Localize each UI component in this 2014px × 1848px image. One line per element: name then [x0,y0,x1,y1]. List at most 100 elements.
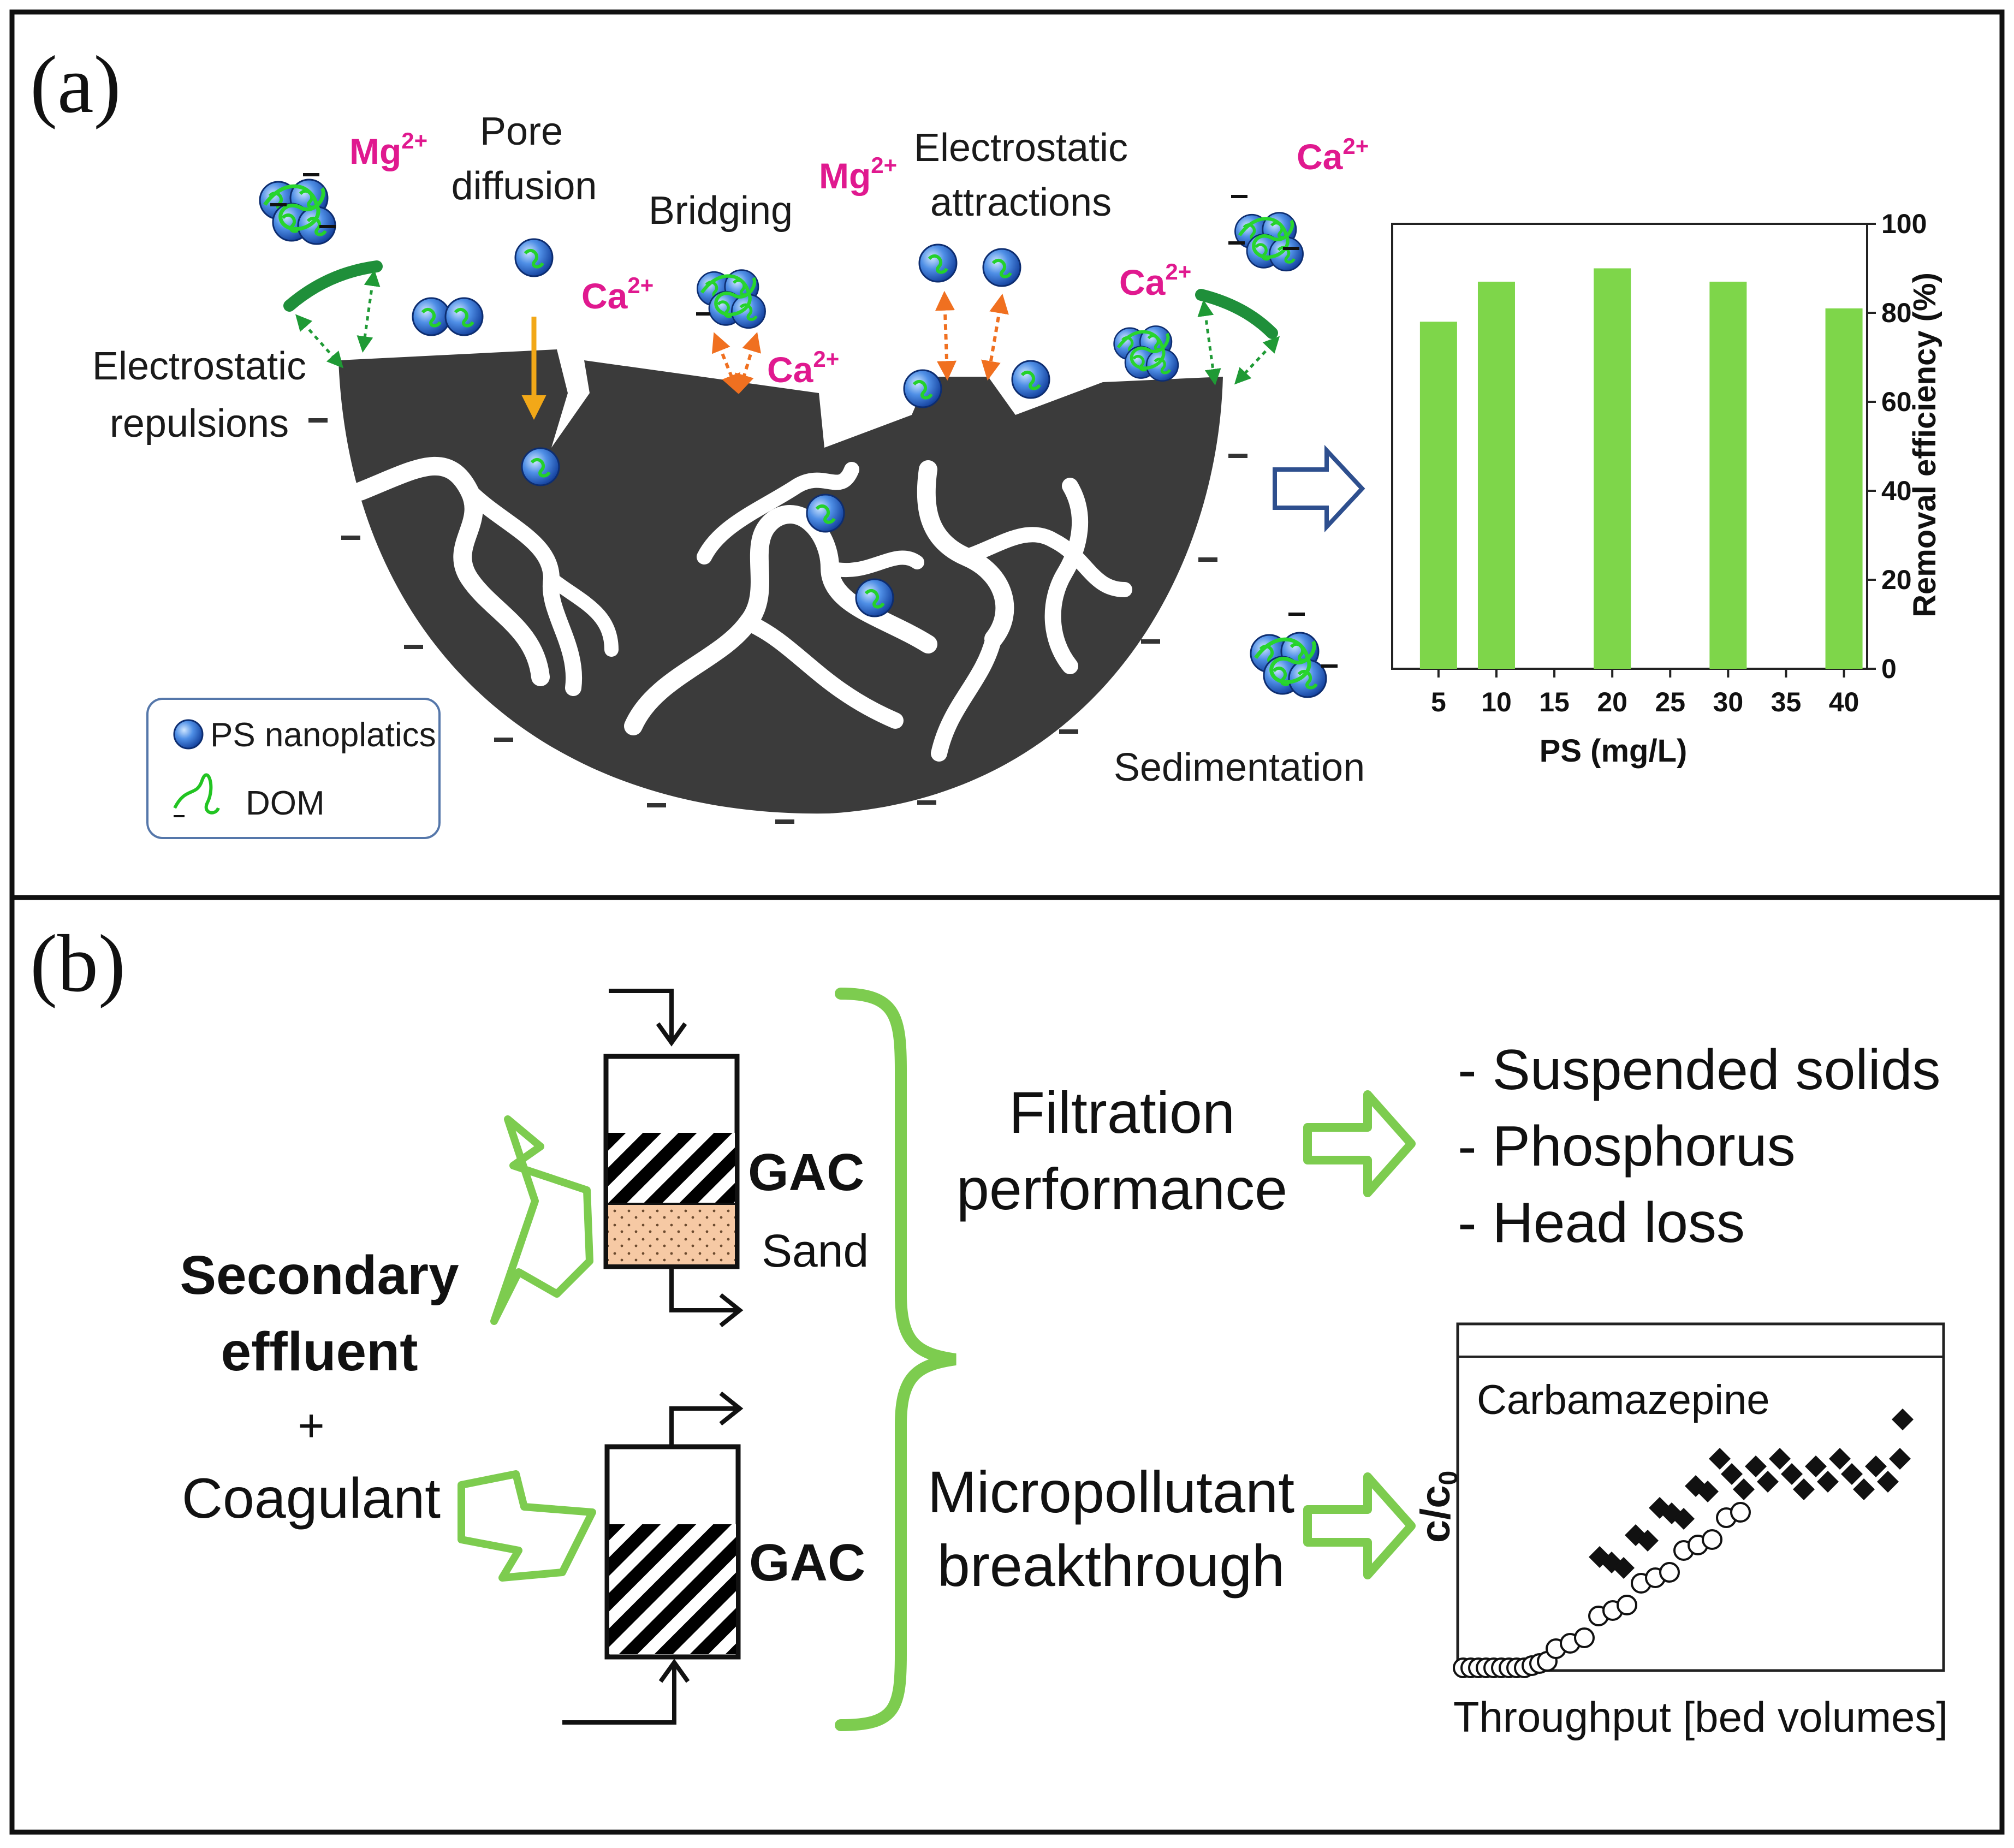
inset-point-filled [1817,1471,1839,1493]
chart-ylabel: Removal efficiency (%) [1907,272,1942,617]
svg-text:c/c0: c/c0 [1412,1471,1463,1543]
label-electrostatic-attractions-1: Electrostatic [914,126,1128,170]
outcomes-list: - Suspended solids - Phosphorus - Head l… [1458,1038,1941,1255]
inset-point-filled [1757,1471,1779,1493]
particle [807,495,844,532]
curly-brace [835,988,956,1731]
chart-ytick-label: 100 [1881,209,1927,239]
label-sedimentation: Sedimentation [1114,746,1365,789]
chart-ytick-label: 0 [1881,653,1897,684]
inset-point-open [1730,1502,1751,1523]
outcome-item: - Head loss [1458,1191,1745,1255]
inset-point-open [1617,1595,1637,1615]
inlet-arrow-bottom [458,1470,596,1582]
cluster-repulsion-left [260,180,335,244]
chart-xtick-label: 35 [1771,687,1802,717]
sand-label: Sand [762,1225,869,1276]
chart-xlabel: PS (mg/L) [1540,733,1688,769]
label-bridging: Bridging [649,189,793,233]
inset-point-open [1702,1529,1722,1550]
coagulant-label: Coagulant [182,1467,441,1530]
breakthrough-inset: Carbamazepine c/c0 Throughput [bed volum… [1412,1322,1948,1741]
chart-xtick-label: 25 [1655,687,1685,717]
inset-title: Carbamazepine [1477,1377,1770,1423]
particle [919,245,956,282]
outcome-item: - Phosphorus [1458,1115,1796,1178]
chart-xtick-label: 20 [1597,687,1627,717]
label-electrostatic-repulsions-1: Electrostatic [92,344,306,388]
ion-mg-left: Mg2+ [349,128,427,171]
secondary-label: Secondary [180,1245,459,1306]
particle [1012,361,1049,398]
panel-a-tag: (a) [30,39,121,130]
chart-xtick-label: 5 [1431,687,1446,717]
inset-point-filled [1781,1463,1803,1485]
chart-ytick-label: 60 [1881,387,1912,417]
dom-icon [173,773,220,815]
breakthrough-label: breakthrough [937,1532,1285,1599]
gac-sand-column [603,989,744,1328]
inset-point-filled [1709,1448,1731,1470]
result-arrow [1273,444,1365,533]
inset-point-filled [1613,1557,1635,1579]
chart-xtick-label: 10 [1481,687,1512,717]
inset-point-open [1574,1627,1595,1648]
inset-point-filled [1697,1481,1719,1502]
particle [522,448,559,485]
ion-labels: Mg2+ Mg2+ Ca2+ Ca2+ Ca2+ Ca2+ [349,128,1369,390]
chart-bar-20 [1594,268,1631,669]
particle [904,370,941,407]
legend-ps: PS nanoplatics [210,716,436,754]
inset-xlabel: Throughput [bed volumes] [1453,1693,1948,1741]
ps-particle-icon [173,719,204,750]
inset-point-filled [1865,1455,1887,1477]
inset-point-filled [1673,1508,1695,1530]
repulsion-arcs [283,260,1280,385]
particle [413,298,450,335]
ion-ca-bridge: Ca2+ [767,346,839,390]
chart-bar-10 [1477,281,1515,669]
legend: PS nanoplatics DOM [146,698,441,839]
gac-column [562,1391,744,1725]
gac-bottom-label: GAC [749,1534,865,1592]
ion-ca-pore: Ca2+ [581,272,653,316]
chart-xtick-label: 40 [1829,687,1859,717]
output-arrow-micropollutant [1303,1472,1416,1579]
attraction-arrows [711,290,1009,394]
particle [856,579,893,616]
cluster-sedimentation [1251,633,1326,697]
ion-ca-right-top: Ca2+ [1297,133,1369,177]
plus-label: + [298,1400,324,1451]
output-arrow-filtration [1303,1090,1416,1197]
chart-xtick-label: 15 [1539,687,1570,717]
particle [983,249,1020,286]
inset-point-filled [1889,1448,1911,1470]
inlet-arrow-top [490,1115,593,1325]
ion-mg-mid: Mg2+ [819,152,897,196]
inset-point-filled [1637,1530,1659,1552]
inset-point-filled [1853,1478,1875,1500]
effluent-label: effluent [221,1321,418,1382]
legend-dom: DOM [246,785,325,822]
cluster-repulsion-right [1235,213,1303,271]
inset-point-open [1659,1562,1680,1583]
inset-point-filled [1892,1409,1914,1430]
performance-label: performance [956,1156,1287,1222]
chart-ytick-label: 20 [1881,564,1912,595]
label-electrostatic-repulsions-2: repulsions [110,402,289,445]
label-diffusion: diffusion [451,164,597,208]
inset-point-filled [1745,1455,1767,1477]
panel-b-frame [9,895,2005,1835]
cluster-bridging [697,270,765,328]
chart-xtick-label: 30 [1713,687,1744,717]
label-electrostatic-attractions-2: attractions [930,181,1112,224]
inset-point-filled [1841,1463,1863,1485]
cluster-surface-right [1114,326,1178,381]
micropollutant-label: Micropollutant [928,1459,1294,1525]
panel-b-tag: (b) [30,918,126,1009]
chart-ytick-label: 80 [1881,298,1912,328]
inset-point-filled [1829,1448,1851,1470]
